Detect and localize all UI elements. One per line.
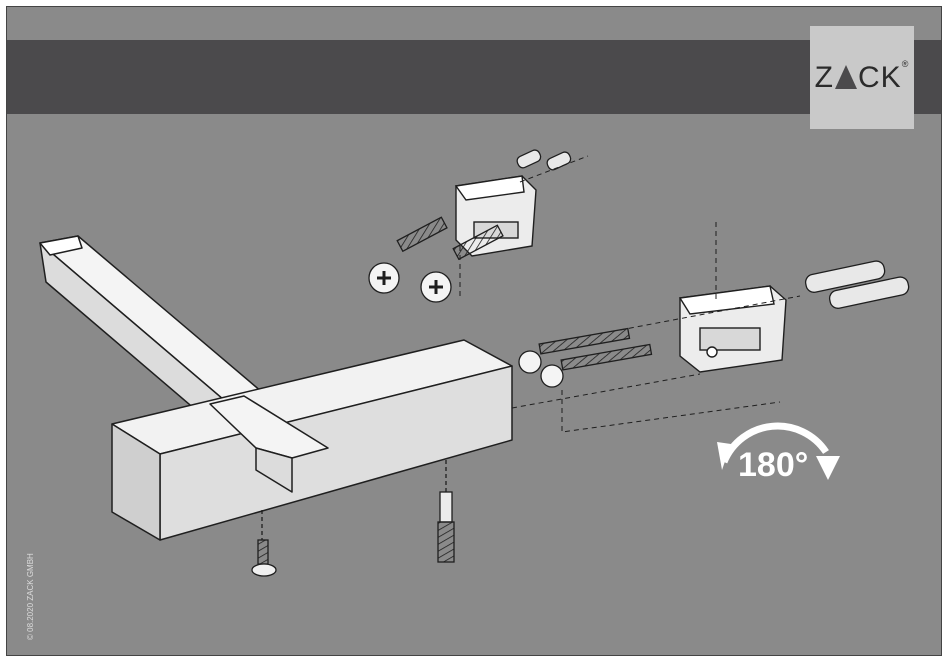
rotation-label: 180° bbox=[738, 446, 808, 484]
wall-plug-icon bbox=[515, 148, 910, 309]
set-screw bbox=[252, 510, 276, 576]
mounting-bracket-icon bbox=[680, 286, 786, 372]
copyright-notice: © 08.2020 ZACK GMBH bbox=[26, 553, 35, 640]
threaded-stud bbox=[438, 460, 454, 562]
